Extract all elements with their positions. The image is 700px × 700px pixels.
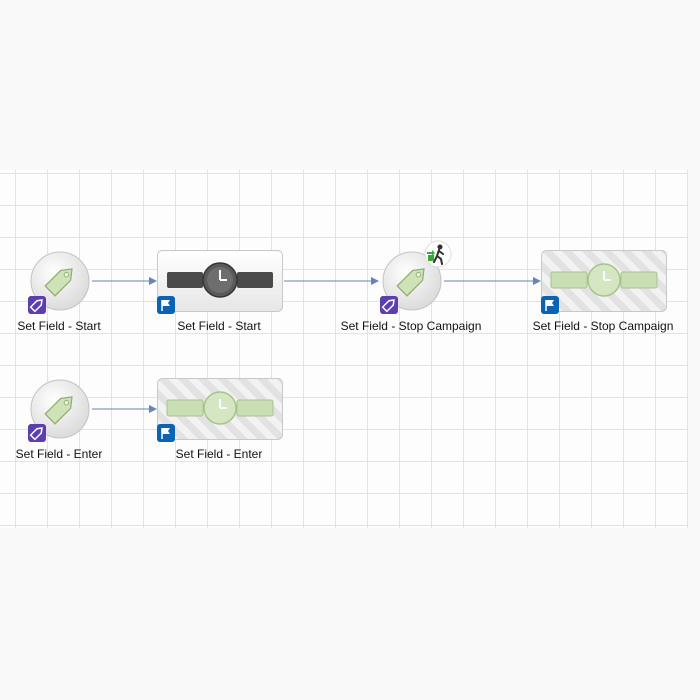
flag-badge-icon	[157, 296, 175, 314]
person-exit-icon	[424, 240, 452, 268]
timer-icon	[157, 378, 283, 440]
node-wait-start[interactable]	[157, 250, 283, 314]
tag-icon	[30, 379, 90, 439]
tag-icon	[382, 251, 442, 311]
node-set-field-stop-campaign[interactable]	[380, 240, 456, 316]
flag-badge-icon	[541, 296, 559, 314]
node-label: Set Field - Start	[177, 319, 261, 333]
node-wait-stop-campaign[interactable]	[541, 250, 667, 314]
node-set-field-start[interactable]	[28, 250, 92, 314]
node-label: Set Field - Start	[17, 319, 101, 333]
node-label: Set Field - Stop Campaign	[340, 319, 482, 333]
node-label: Set Field - Stop Campaign	[532, 319, 674, 333]
tag-icon	[30, 251, 90, 311]
node-label: Set Field - Enter	[15, 447, 103, 461]
tag-badge-icon	[380, 296, 398, 314]
tag-badge-icon	[28, 296, 46, 314]
tag-badge-icon	[28, 424, 46, 442]
node-wait-enter[interactable]	[157, 378, 283, 442]
timer-icon	[541, 250, 667, 312]
timer-icon	[157, 250, 283, 312]
node-set-field-enter[interactable]	[28, 378, 92, 442]
node-label: Set Field - Enter	[175, 447, 263, 461]
flag-badge-icon	[157, 424, 175, 442]
workflow-canvas[interactable]	[0, 170, 688, 528]
